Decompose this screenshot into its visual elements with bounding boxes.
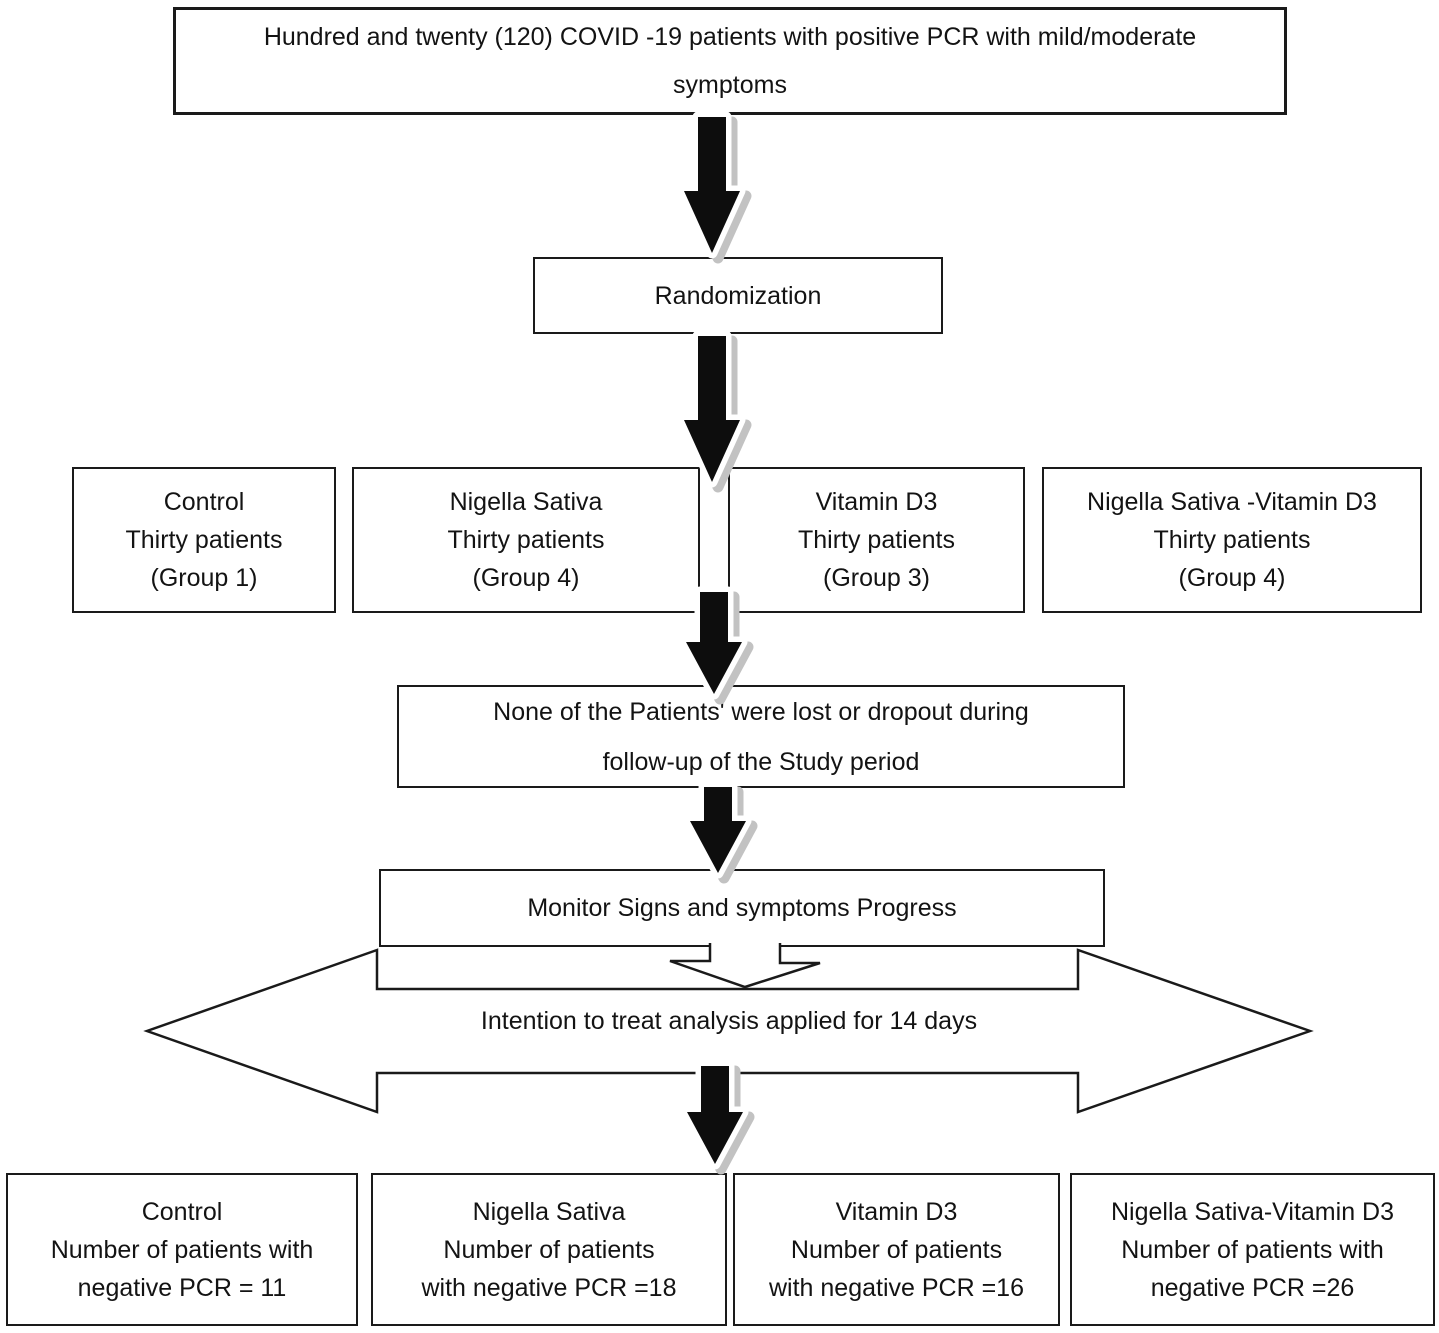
group-number: (Group 4) xyxy=(472,564,580,592)
group-box-nigella-sativa: Nigella Sativa Thirty patients (Group 4) xyxy=(352,467,700,613)
outcome-name: Nigella Sativa xyxy=(472,1197,626,1226)
outcome-box-nigella-sativa: Nigella Sativa Number of patients with n… xyxy=(371,1173,727,1326)
group-number: (Group 1) xyxy=(150,564,258,592)
group-name: Vitamin D3 xyxy=(815,488,938,516)
enrollment-box: Hundred and twenty (120) COVID -19 patie… xyxy=(173,7,1287,115)
outcome-line: Number of patients with xyxy=(50,1235,314,1264)
group-count: Thirty patients xyxy=(125,526,283,554)
down-arrow-icon-4 xyxy=(684,781,758,884)
group-count: Thirty patients xyxy=(447,526,605,554)
outcome-line: Number of patients xyxy=(790,1235,1003,1264)
outcome-name: Nigella Sativa-Vitamin D3 xyxy=(1111,1197,1394,1226)
followup-box: None of the Patients' were lost or dropo… xyxy=(397,685,1125,788)
group-name: Nigella Sativa -Vitamin D3 xyxy=(1087,488,1377,516)
group-name: Nigella Sativa xyxy=(449,488,603,516)
enrollment-line-2: symptoms xyxy=(673,71,787,99)
followup-line-2: follow-up of the Study period xyxy=(602,747,920,776)
randomization-box: Randomization xyxy=(533,257,943,334)
outcome-box-control: Control Number of patients with negative… xyxy=(6,1173,358,1326)
outcome-line: Number of patients xyxy=(443,1235,655,1264)
followup-line-1: None of the Patients' were lost or dropo… xyxy=(493,697,1029,726)
group-count: Thirty patients xyxy=(1153,526,1311,554)
down-arrow-icon-5 xyxy=(681,1060,755,1175)
monitor-label: Monitor Signs and symptoms Progress xyxy=(527,894,957,922)
outcome-box-vitamin-d3: Vitamin D3 Number of patients with negat… xyxy=(733,1173,1060,1326)
randomization-label: Randomization xyxy=(654,281,822,310)
outcome-result: with negative PCR =16 xyxy=(768,1273,1024,1302)
monitor-connector-arrow-icon xyxy=(669,943,821,989)
outcome-result: with negative PCR =18 xyxy=(421,1273,677,1302)
group-number: (Group 3) xyxy=(823,564,930,592)
group-number: (Group 4) xyxy=(1178,564,1286,592)
outcome-result: negative PCR = 11 xyxy=(77,1273,287,1302)
monitor-box: Monitor Signs and symptoms Progress xyxy=(379,869,1105,947)
group-box-nigella-vitamin-d3: Nigella Sativa -Vitamin D3 Thirty patien… xyxy=(1042,467,1422,613)
outcome-box-nigella-vitamin-d3: Nigella Sativa-Vitamin D3 Number of pati… xyxy=(1070,1173,1435,1326)
group-name: Control xyxy=(163,488,245,516)
group-box-control: Control Thirty patients (Group 1) xyxy=(72,467,336,613)
down-arrow-icon-1 xyxy=(678,111,752,264)
itt-label: Intention to treat analysis applied for … xyxy=(480,1007,978,1035)
group-count: Thirty patients xyxy=(797,526,955,554)
outcome-name: Control xyxy=(141,1197,223,1226)
outcome-name: Vitamin D3 xyxy=(835,1197,958,1226)
outcome-line: Number of patients with xyxy=(1121,1235,1384,1264)
group-box-vitamin-d3: Vitamin D3 Thirty patients (Group 3) xyxy=(728,467,1025,613)
outcome-result: negative PCR =26 xyxy=(1150,1273,1355,1302)
enrollment-line-1: Hundred and twenty (120) COVID -19 patie… xyxy=(263,23,1197,51)
down-arrow-icon-2 xyxy=(678,330,752,493)
